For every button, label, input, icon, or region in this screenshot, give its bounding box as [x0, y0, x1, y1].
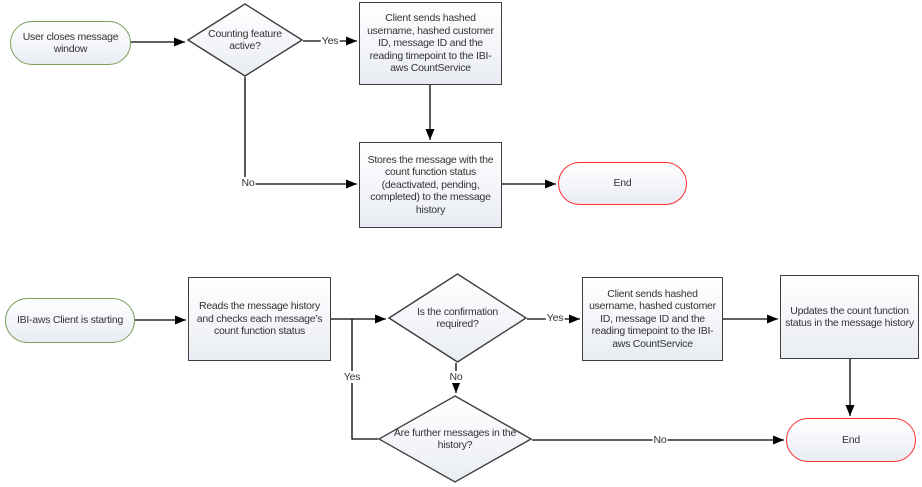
terminator-end-bottom: End — [786, 418, 916, 462]
decision-further-messages: Are further messages in the history? — [378, 395, 532, 483]
edge-label-counting-yes: Yes — [320, 35, 340, 47]
process-label: Client sends hashed username, hashed cus… — [589, 287, 716, 350]
terminator-end-top: End — [558, 162, 687, 205]
process-stores-message-history: Stores the message with the count functi… — [359, 142, 502, 228]
edge-label-counting-no: No — [240, 177, 256, 189]
edge-label-further-yes: Yes — [342, 371, 362, 383]
start-node-label: User closes message window — [22, 30, 119, 56]
connector-counting-no-to-stores — [244, 77, 357, 189]
process-reads-message-history: Reads the message history and checks eac… — [188, 277, 331, 361]
decision-counting-feature-active: Counting feature active? — [187, 3, 303, 77]
edge-label-confirmation-no: No — [448, 371, 464, 383]
decision-confirmation-required: Is the confirmation required? — [388, 273, 527, 363]
process-label: Client sends hashed username, hashed cus… — [367, 12, 494, 75]
diamond-shape — [388, 273, 527, 363]
process-updates-count-status: Updates the count function status in the… — [780, 275, 919, 359]
diamond-shape — [378, 395, 532, 483]
process-client-sends-count-service-top: Client sends hashed username, hashed cus… — [359, 2, 502, 85]
diamond-shape — [187, 3, 303, 77]
decision-label: Is the confirmation required? — [416, 305, 499, 331]
process-label: Stores the message with the count functi… — [367, 153, 494, 216]
start-node-client-starting: IBI-aws Client is starting — [5, 298, 135, 343]
decision-label: Counting feature active? — [208, 27, 282, 53]
start-node-user-closes-window: User closes message window — [10, 21, 131, 65]
edge-label-confirmation-yes: Yes — [545, 312, 565, 324]
end-node-label: End — [613, 177, 632, 190]
process-label: Reads the message history and checks eac… — [196, 300, 323, 338]
process-label: Updates the count function status in the… — [785, 304, 914, 330]
end-node-label: End — [842, 433, 860, 446]
start-node-label: IBI-aws Client is starting — [16, 314, 124, 327]
decision-label: Are further messages in the history? — [393, 426, 517, 452]
process-client-sends-count-service-bottom: Client sends hashed username, hashed cus… — [582, 277, 723, 361]
edge-label-further-no: No — [652, 434, 668, 446]
